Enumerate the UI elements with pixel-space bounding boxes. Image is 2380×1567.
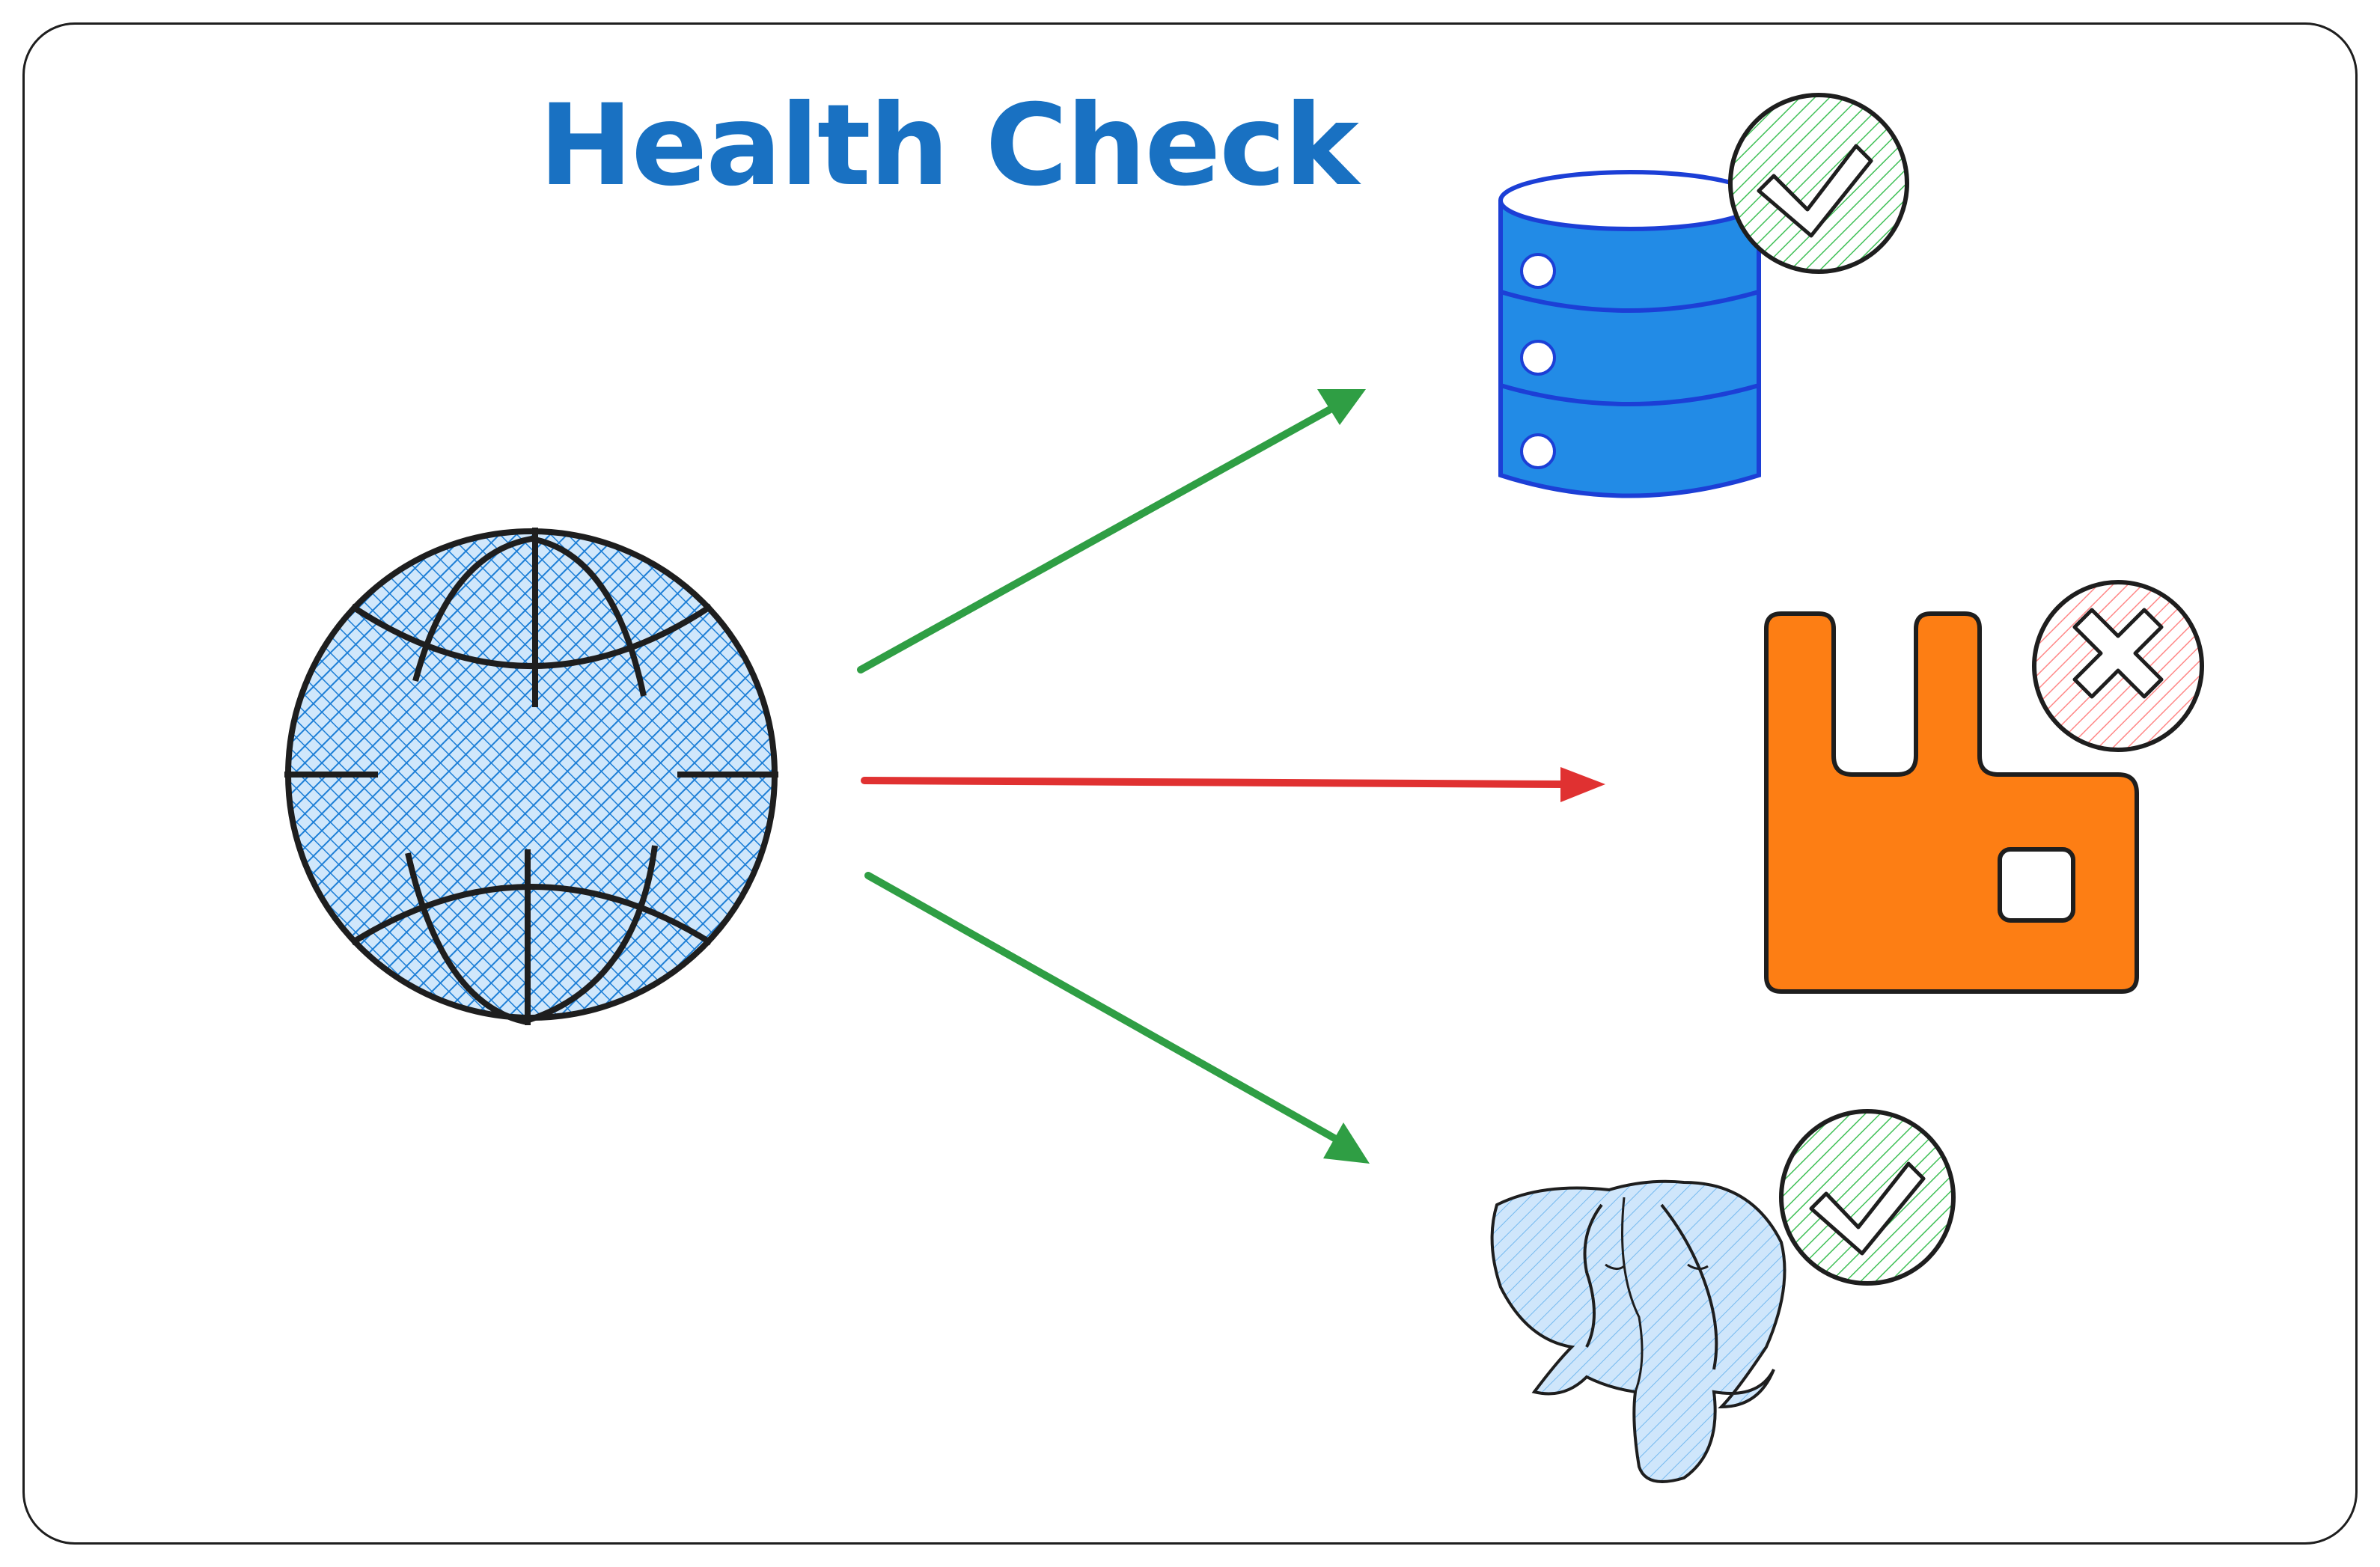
arrow-to-postgresql xyxy=(864,872,1370,1164)
diagram-title: Health Check xyxy=(539,81,1359,211)
x-icon xyxy=(2072,608,2164,699)
arrow-to-database xyxy=(857,389,1366,673)
rabbitmq-icon xyxy=(1764,611,2139,994)
globe-icon xyxy=(284,528,778,1025)
postgresql-healthy-badge xyxy=(1779,1109,1956,1286)
postgresql-elephant-icon xyxy=(1490,1179,1786,1483)
database-icon xyxy=(1498,170,1762,498)
arrow-to-rabbitmq xyxy=(861,767,1605,802)
check-icon xyxy=(1757,144,1873,238)
database-healthy-badge xyxy=(1728,93,1909,274)
rabbitmq-unhealthy-badge xyxy=(2032,580,2204,752)
check-icon xyxy=(1809,1161,1926,1256)
